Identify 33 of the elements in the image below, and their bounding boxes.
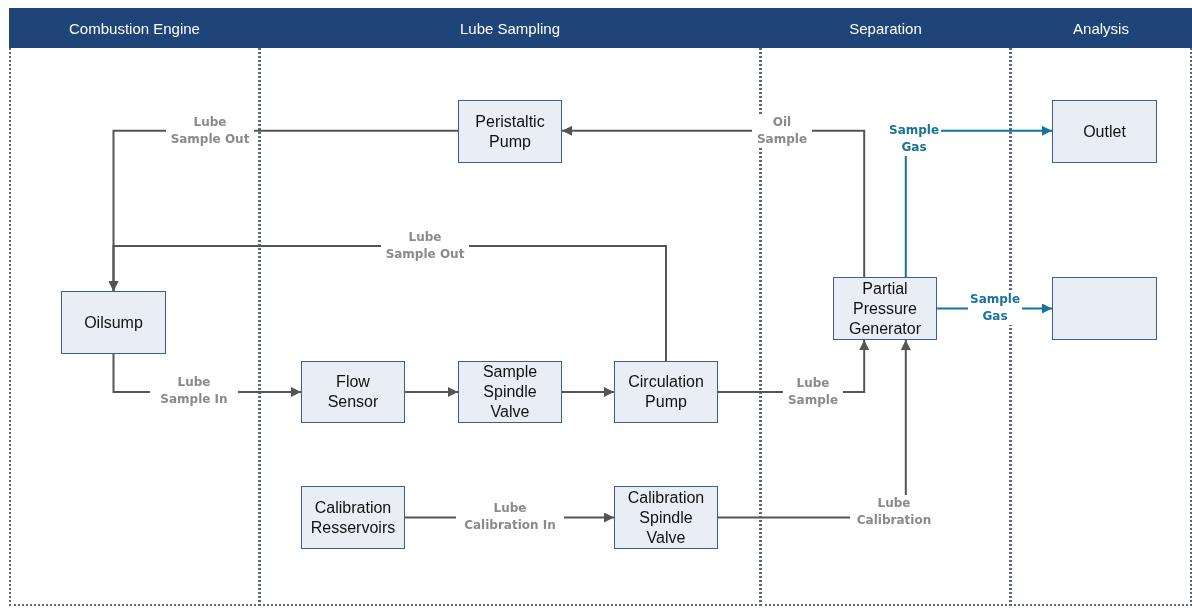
edge-label: Lube Sample: [783, 375, 843, 409]
edge-label: Lube Sample In: [150, 374, 238, 408]
box-label: Outlet: [1083, 121, 1126, 142]
lane-header: Combustion Engine: [9, 8, 260, 48]
process-box: [458, 361, 562, 423]
box-label: Sample Spindle Valve: [481, 362, 539, 422]
edge-label: Lube Sample Out: [381, 229, 469, 263]
lane-header: Analysis: [1010, 8, 1192, 48]
box-label: Calibration Spindle Valve: [626, 487, 706, 548]
box-label: Calibration Resservoirs: [310, 497, 396, 538]
box-label: Partial Pressure Generator: [847, 278, 922, 339]
box-label: Peristaltic Pump: [474, 111, 546, 152]
process-box: [1052, 100, 1157, 163]
process-box: [61, 291, 166, 354]
box-label: Circulation Pump: [627, 372, 705, 412]
arrow: [404, 387, 459, 397]
process-box: [301, 486, 405, 549]
box-label: Flow Sensor: [326, 372, 380, 412]
box-label: Oilsump: [84, 312, 143, 333]
process-box: [833, 277, 937, 340]
edge-label: Lube Sample Out: [166, 114, 254, 148]
lane-header: Separation: [760, 8, 1011, 48]
edge-label: Sample Gas: [968, 291, 1022, 325]
arrow: [108, 245, 667, 362]
process-box: [301, 361, 405, 423]
edge-label: Oil Sample: [752, 114, 812, 148]
process-box: [614, 486, 718, 549]
process-box: [614, 361, 718, 423]
lane-header: Lube Sampling: [259, 8, 761, 48]
edge-label: Sample Gas: [887, 122, 941, 156]
process-box: [458, 100, 562, 163]
arrow: [561, 387, 615, 397]
empty-box: [1052, 277, 1157, 340]
